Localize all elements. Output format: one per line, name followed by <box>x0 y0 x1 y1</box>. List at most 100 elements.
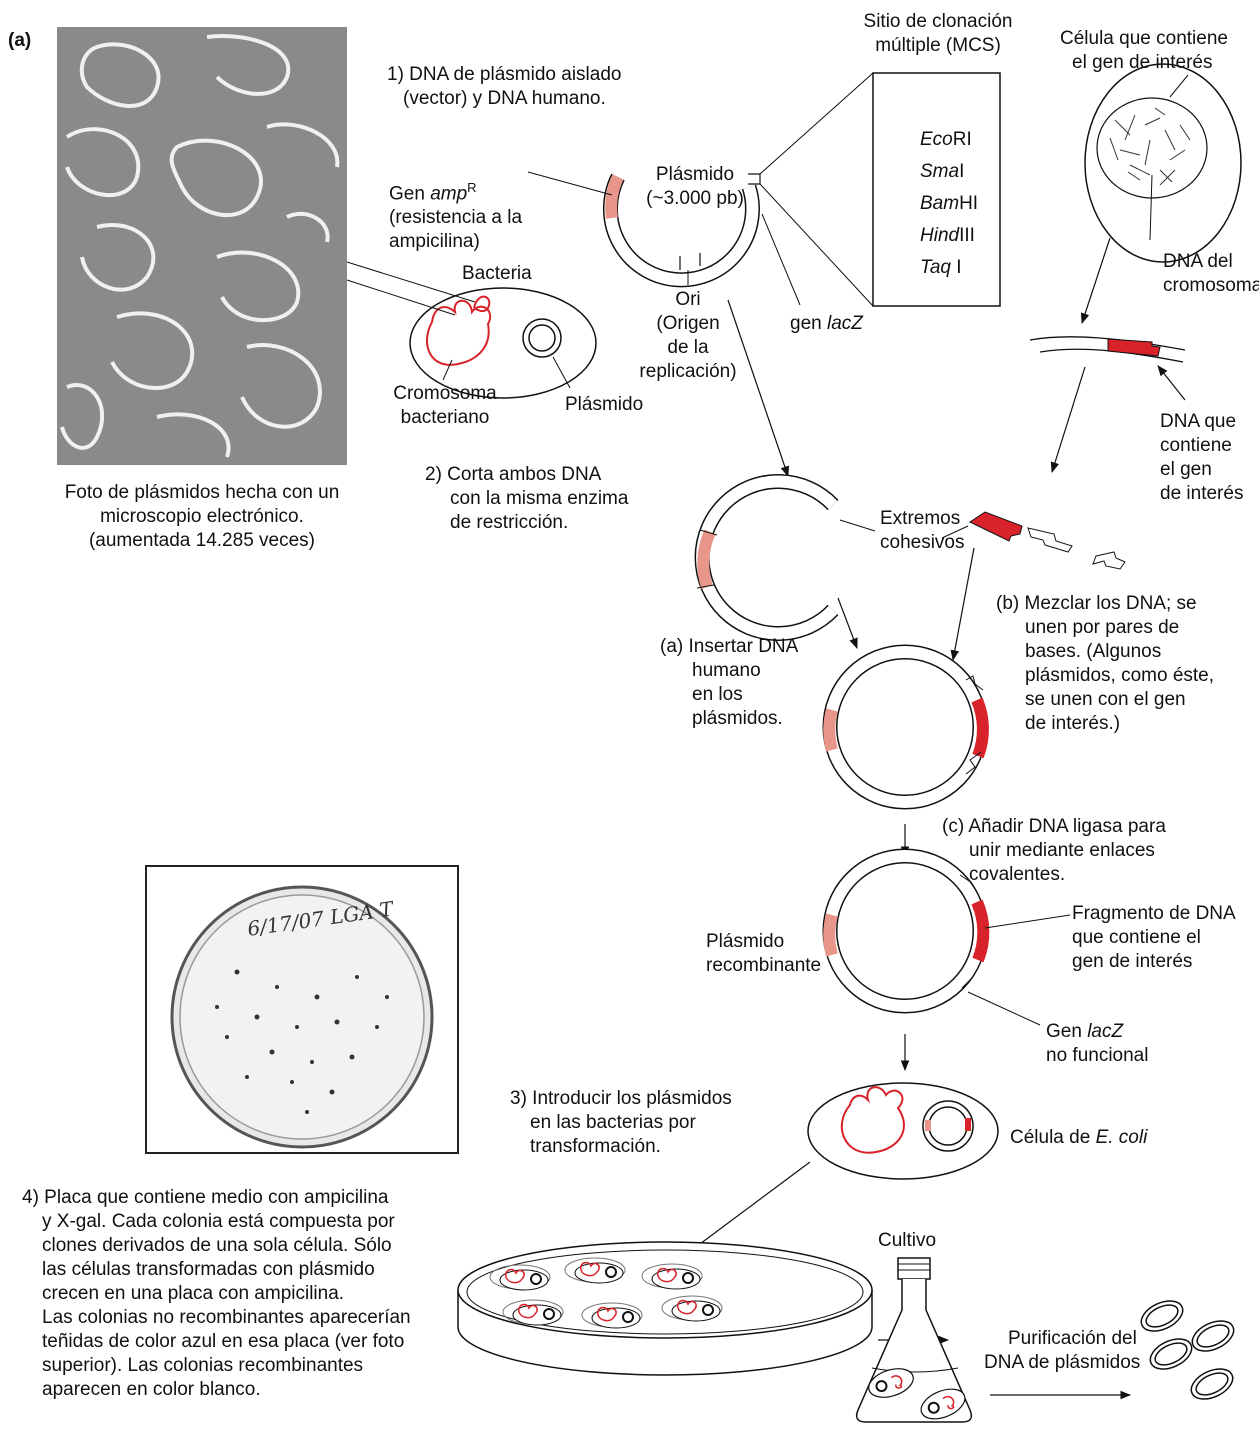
amp-gene-superscript: R <box>467 180 476 195</box>
bacteria-title: Bacteria <box>462 262 532 286</box>
ori-label: Ori (Origen de la replicación) <box>628 288 748 384</box>
nonfunctional-lacz-label: Gen lacZ no funcional <box>1046 1020 1148 1068</box>
joined-plasmid <box>829 652 983 802</box>
plate-photo-art: 6/17/07 LGA T <box>147 867 457 1152</box>
step-2-line: con la misma enzima <box>425 487 628 511</box>
step-3-line: transformación. <box>510 1135 732 1159</box>
step-3-line: en las bacterias por <box>510 1111 732 1135</box>
purified-plasmids <box>1137 1295 1239 1405</box>
step-3-text: 3) Introducir los plásmidos en las bacte… <box>510 1087 732 1159</box>
insert-a-text: (a) Insertar DNA humano en los plásmidos… <box>660 635 848 731</box>
step-4-line: teñidas de color azul en esa placa (ver … <box>22 1330 411 1354</box>
insert-a-line: en los <box>660 683 848 707</box>
recombinant-line: recombinante <box>706 954 821 978</box>
lacz-prefix: Gen <box>1046 1021 1087 1042</box>
enzyme-bamhi: BamHI <box>920 188 978 220</box>
sticky-ends-line: cohesivos <box>860 531 965 555</box>
enzyme-ecori: EcoRI <box>920 124 978 156</box>
chromosome-label-line: Cromosoma <box>390 382 500 406</box>
lacz-line: Gen lacZ <box>1046 1020 1148 1044</box>
gene-dna-line: el gen <box>1160 458 1243 482</box>
mix-b-line: bases. (Algunos <box>996 640 1214 664</box>
step-4-line: crecen en una placa con ampicilina. <box>22 1282 411 1306</box>
figure-label: (a) <box>8 29 31 53</box>
mcs-enzyme-list: EcoRI SmaI BamHI HindIII Taq I <box>920 124 978 284</box>
cut-plasmid <box>697 482 833 634</box>
chrom-dna-line: DNA del <box>1163 250 1259 274</box>
step-2-line: 2) Corta ambos DNA <box>425 463 628 487</box>
ori-label-line: Ori <box>628 288 748 312</box>
lacz-gene-label: gen lacZ <box>790 312 863 336</box>
step-4-line: las células transformadas con plásmido <box>22 1258 411 1282</box>
step-4-line: aparecen en color blanco. <box>22 1378 411 1402</box>
ligase-c-line: (c) Añadir DNA ligasa para <box>942 815 1166 839</box>
bacterial-chromosome-label: Cromosoma bacteriano <box>390 382 500 430</box>
enzyme-italic: Taq <box>920 257 951 278</box>
ecoli-cell <box>808 1083 998 1179</box>
enzyme-hindiii: HindIII <box>920 220 978 252</box>
enzyme-smai: SmaI <box>920 156 978 188</box>
gene-dna-line: contiene <box>1160 434 1243 458</box>
plasmid-label: Plásmido (~3.000 pb) <box>640 163 750 211</box>
photo-caption-line: (aumentada 14.285 veces) <box>20 529 384 553</box>
step-4-line: y X-gal. Cada colonia está compuesta por <box>22 1210 411 1234</box>
plasmid-micrograph <box>57 27 347 465</box>
chrom-dna-line: cromosoma <box>1163 274 1259 298</box>
mcs-title: Sitio de clonación múltiple (MCS) <box>853 10 1023 58</box>
purification-line: Purificación del <box>984 1327 1140 1351</box>
step-1-text: 1) DNA de plásmido aislado (vector) y DN… <box>387 63 621 111</box>
photo-caption-line: microscopio electrónico. <box>20 505 384 529</box>
amp-gene-line: Gen ampR <box>389 176 522 206</box>
cell-title-line: el gen de interés <box>1060 51 1228 75</box>
step-1-line: (vector) y DNA humano. <box>387 87 621 111</box>
enzyme-italic: Bam <box>920 193 959 214</box>
enzyme-suffix: I <box>951 257 962 278</box>
lacz-name: lacZ <box>1087 1021 1123 1042</box>
enzyme-italic: Eco <box>920 129 953 150</box>
mix-b-line: unen por pares de <box>996 616 1214 640</box>
plasmid-label-line: Plásmido <box>640 163 750 187</box>
recombinant-label: Plásmido recombinante <box>706 930 821 978</box>
enzyme-italic: Hind <box>920 225 959 246</box>
amp-gene-line: ampicilina) <box>389 230 522 254</box>
ori-label-line: replicación) <box>628 360 748 384</box>
photo-caption-line: Foto de plásmidos hecha con un <box>20 481 384 505</box>
mix-b-line: (b) Mezclar los DNA; se <box>996 592 1214 616</box>
gene-cell <box>1085 64 1241 262</box>
photo-caption: Foto de plásmidos hecha con un microscop… <box>20 481 384 553</box>
purification-line: DNA de plásmidos <box>984 1351 1140 1375</box>
dna-fragments <box>970 512 1125 569</box>
purification-label: Purificación del DNA de plásmidos <box>984 1327 1140 1375</box>
bacteria-plasmid-label: Plásmido <box>565 393 643 417</box>
step-4-line: clones derivados de una sola célula. Sól… <box>22 1234 411 1258</box>
fragment-line: que contiene el <box>1072 926 1236 950</box>
fragment-line: gen de interés <box>1072 950 1236 974</box>
insert-a-line: plásmidos. <box>660 707 848 731</box>
enzyme-italic: Sma <box>920 161 959 182</box>
enzyme-suffix: RI <box>953 129 972 150</box>
chromosome-dna-label: DNA del cromosoma <box>1163 250 1259 298</box>
ligase-c-line: unir mediante enlaces <box>942 839 1166 863</box>
plate-photo: 6/17/07 LGA T <box>145 865 459 1154</box>
mcs-title-line: múltiple (MCS) <box>853 34 1023 58</box>
mix-b-line: plásmidos, como éste, <box>996 664 1214 688</box>
fragment-line: Fragmento de DNA <box>1072 902 1236 926</box>
sticky-ends-line: Extremos <box>860 507 965 531</box>
micrograph-texture <box>57 27 347 465</box>
amp-gene-word: Gen <box>389 183 430 204</box>
ecoli-prefix: Célula de <box>1010 1127 1096 1148</box>
ligase-c-line: covalentes. <box>942 863 1166 887</box>
mix-b-text: (b) Mezclar los DNA; se unen por pares d… <box>996 592 1214 736</box>
enzyme-taqi: Taq I <box>920 252 978 284</box>
mix-b-line: de interés.) <box>996 712 1214 736</box>
ori-label-line: de la <box>628 336 748 360</box>
amp-gene-line: (resistencia a la <box>389 206 522 230</box>
insert-a-line: humano <box>660 659 848 683</box>
enzyme-suffix: HI <box>959 193 978 214</box>
step-4-text: 4) Placa que contiene medio con ampicili… <box>22 1186 411 1402</box>
amp-gene-name: amp <box>430 183 467 204</box>
lacz-name: lacZ <box>827 313 863 334</box>
step-4-line: superior). Las colonias recombinantes <box>22 1354 411 1378</box>
sticky-ends-label: Extremos cohesivos <box>860 507 965 555</box>
step-4-line: Las colonias no recombinantes aparecería… <box>22 1306 411 1330</box>
